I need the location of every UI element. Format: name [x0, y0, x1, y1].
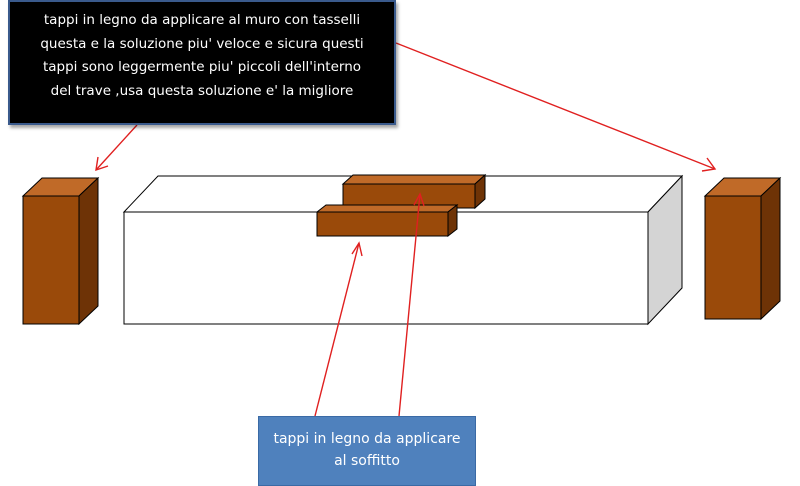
wall-plug-right-front [704, 195, 762, 320]
callout-ceiling-plugs: tappi in legno da applicare al soffitto [258, 416, 476, 486]
callout-wall-plugs-line-4: del trave ,usa questa soluzione e' la mi… [50, 82, 354, 99]
callout-ceiling-plugs-line-2: al soffitto [334, 453, 400, 469]
arrowhead-left-plug [95, 156, 109, 172]
arrowhead-right-plug [701, 157, 717, 172]
wall-plug-left [21, 176, 100, 326]
ceiling-plug-back-front [342, 183, 476, 209]
callout-wall-plugs-line-1: tappi in legno da applicare al muro con … [43, 12, 361, 28]
wall-plug-right [703, 176, 782, 321]
arrow-to-ceiling-plug-front [314, 242, 360, 417]
arrow-to-right-plug [395, 42, 716, 170]
arrow-to-ceiling-plug-back [398, 193, 421, 417]
ceiling-plug-front [315, 203, 459, 238]
callout-ceiling-plugs-line-1: tappi in legno da applicare [273, 431, 461, 447]
ceiling-plug-back [341, 173, 487, 210]
beam-diagram [21, 42, 782, 417]
arrowhead-ceiling-plug-back [413, 192, 425, 207]
wall-plug-right-side [760, 176, 781, 321]
ceiling-plug-front-front [316, 211, 449, 237]
callout-wall-plugs: tappi in legno da applicare al muro con … [8, 0, 396, 125]
ceiling-plug-front-top [315, 204, 459, 213]
callout-wall-plugs-line-2: questa e la soluzione piu' veloce e sicu… [40, 35, 364, 52]
arrowhead-ceiling-plug-front [351, 241, 363, 257]
wall-plug-left-side [78, 176, 99, 326]
arrows [95, 42, 717, 417]
wall-plug-left-front [22, 195, 80, 325]
ceiling-plug-back-top [341, 174, 487, 185]
arrow-to-left-plug [95, 124, 138, 171]
callout-wall-plugs-line-3: tappi sono leggermente piu' piccoli dell… [42, 59, 362, 75]
